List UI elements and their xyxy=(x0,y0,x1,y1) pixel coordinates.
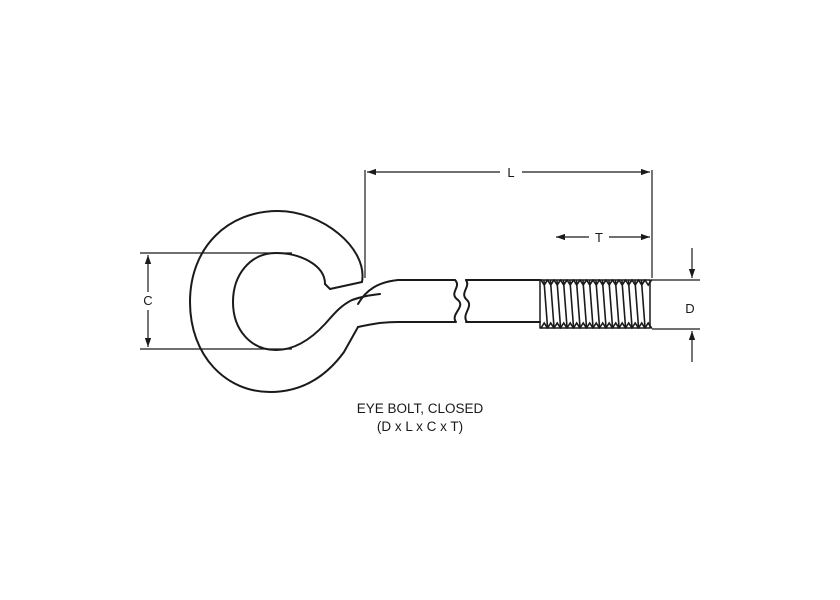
diagram-caption: EYE BOLT, CLOSED (D x L x C x T) xyxy=(270,400,570,436)
thread-tooth-top xyxy=(605,279,614,287)
thread-tooth-bottom xyxy=(624,321,633,329)
thread-crest-line xyxy=(543,280,549,328)
thread-tooth-top xyxy=(572,279,581,287)
thread-tooth-top xyxy=(631,279,640,287)
thread-crest-line xyxy=(556,280,562,328)
dimension-d-label: D xyxy=(685,301,694,316)
thread-tooth-top xyxy=(637,279,646,287)
thread-tooth-bottom xyxy=(618,321,627,329)
shank-left-top xyxy=(357,279,456,305)
thread-tooth-bottom xyxy=(611,321,620,329)
thread-crest-line xyxy=(562,280,568,328)
thread-tooth-bottom xyxy=(637,321,646,329)
thread-tooth-bottom xyxy=(592,321,601,329)
thread-crest-line xyxy=(575,280,581,328)
thread-pattern xyxy=(540,279,653,329)
thread-tooth-top xyxy=(598,279,607,287)
dimension-c-label: C xyxy=(143,293,152,308)
thread-crest-line xyxy=(588,280,594,328)
thread-tooth-bottom xyxy=(585,321,594,329)
shank-left-bottom xyxy=(357,321,456,328)
thread-tooth-bottom xyxy=(605,321,614,329)
thread-tooth-top xyxy=(540,279,549,287)
thread-tooth-top xyxy=(553,279,562,287)
break-line-left xyxy=(453,279,462,323)
thread-crest-line xyxy=(569,280,575,328)
thread-tooth-bottom xyxy=(546,321,555,329)
thread-tooth-top xyxy=(579,279,588,287)
thread-tooth-top xyxy=(592,279,601,287)
eye-inner-contour xyxy=(232,252,381,351)
thread-tooth-top xyxy=(559,279,568,287)
thread-tooth-bottom xyxy=(572,321,581,329)
dimension-l-label: L xyxy=(507,165,514,180)
thread-tooth-bottom xyxy=(553,321,562,329)
thread-tooth-bottom xyxy=(598,321,607,329)
thread-tooth-top xyxy=(585,279,594,287)
thread-tooth-top xyxy=(624,279,633,287)
thread-crest-line xyxy=(608,280,614,328)
thread-crest-line xyxy=(595,280,601,328)
thread-tooth-bottom xyxy=(644,321,653,329)
thread-crest-line xyxy=(634,280,640,328)
thread-crest-line xyxy=(627,280,633,328)
thread-crest-line xyxy=(549,280,555,328)
thread-tooth-top xyxy=(618,279,627,287)
thread-tooth-top xyxy=(546,279,555,287)
break-line-right xyxy=(463,279,471,323)
diagram-subtitle: (D x L x C x T) xyxy=(376,419,464,434)
thread-tooth-bottom xyxy=(540,321,549,329)
thread-tooth-bottom xyxy=(631,321,640,329)
thread-crest-line xyxy=(621,280,627,328)
thread-crest-line xyxy=(640,280,646,328)
dimension-t-label: T xyxy=(595,230,603,245)
thread-tooth-bottom xyxy=(579,321,588,329)
thread-crest-line xyxy=(614,280,620,328)
thread-tooth-top xyxy=(611,279,620,287)
thread-tooth-bottom xyxy=(566,321,575,329)
thread-tooth-top xyxy=(644,279,653,287)
diagram-title: EYE BOLT, CLOSED xyxy=(356,401,484,416)
hook-tip xyxy=(324,281,363,290)
thread-crest-line xyxy=(582,280,588,328)
thread-tooth-bottom xyxy=(559,321,568,329)
eye-outer-contour xyxy=(189,210,364,393)
thread-envelope xyxy=(539,279,651,329)
thread-crest-line xyxy=(601,280,607,328)
thread-tooth-top xyxy=(566,279,575,287)
